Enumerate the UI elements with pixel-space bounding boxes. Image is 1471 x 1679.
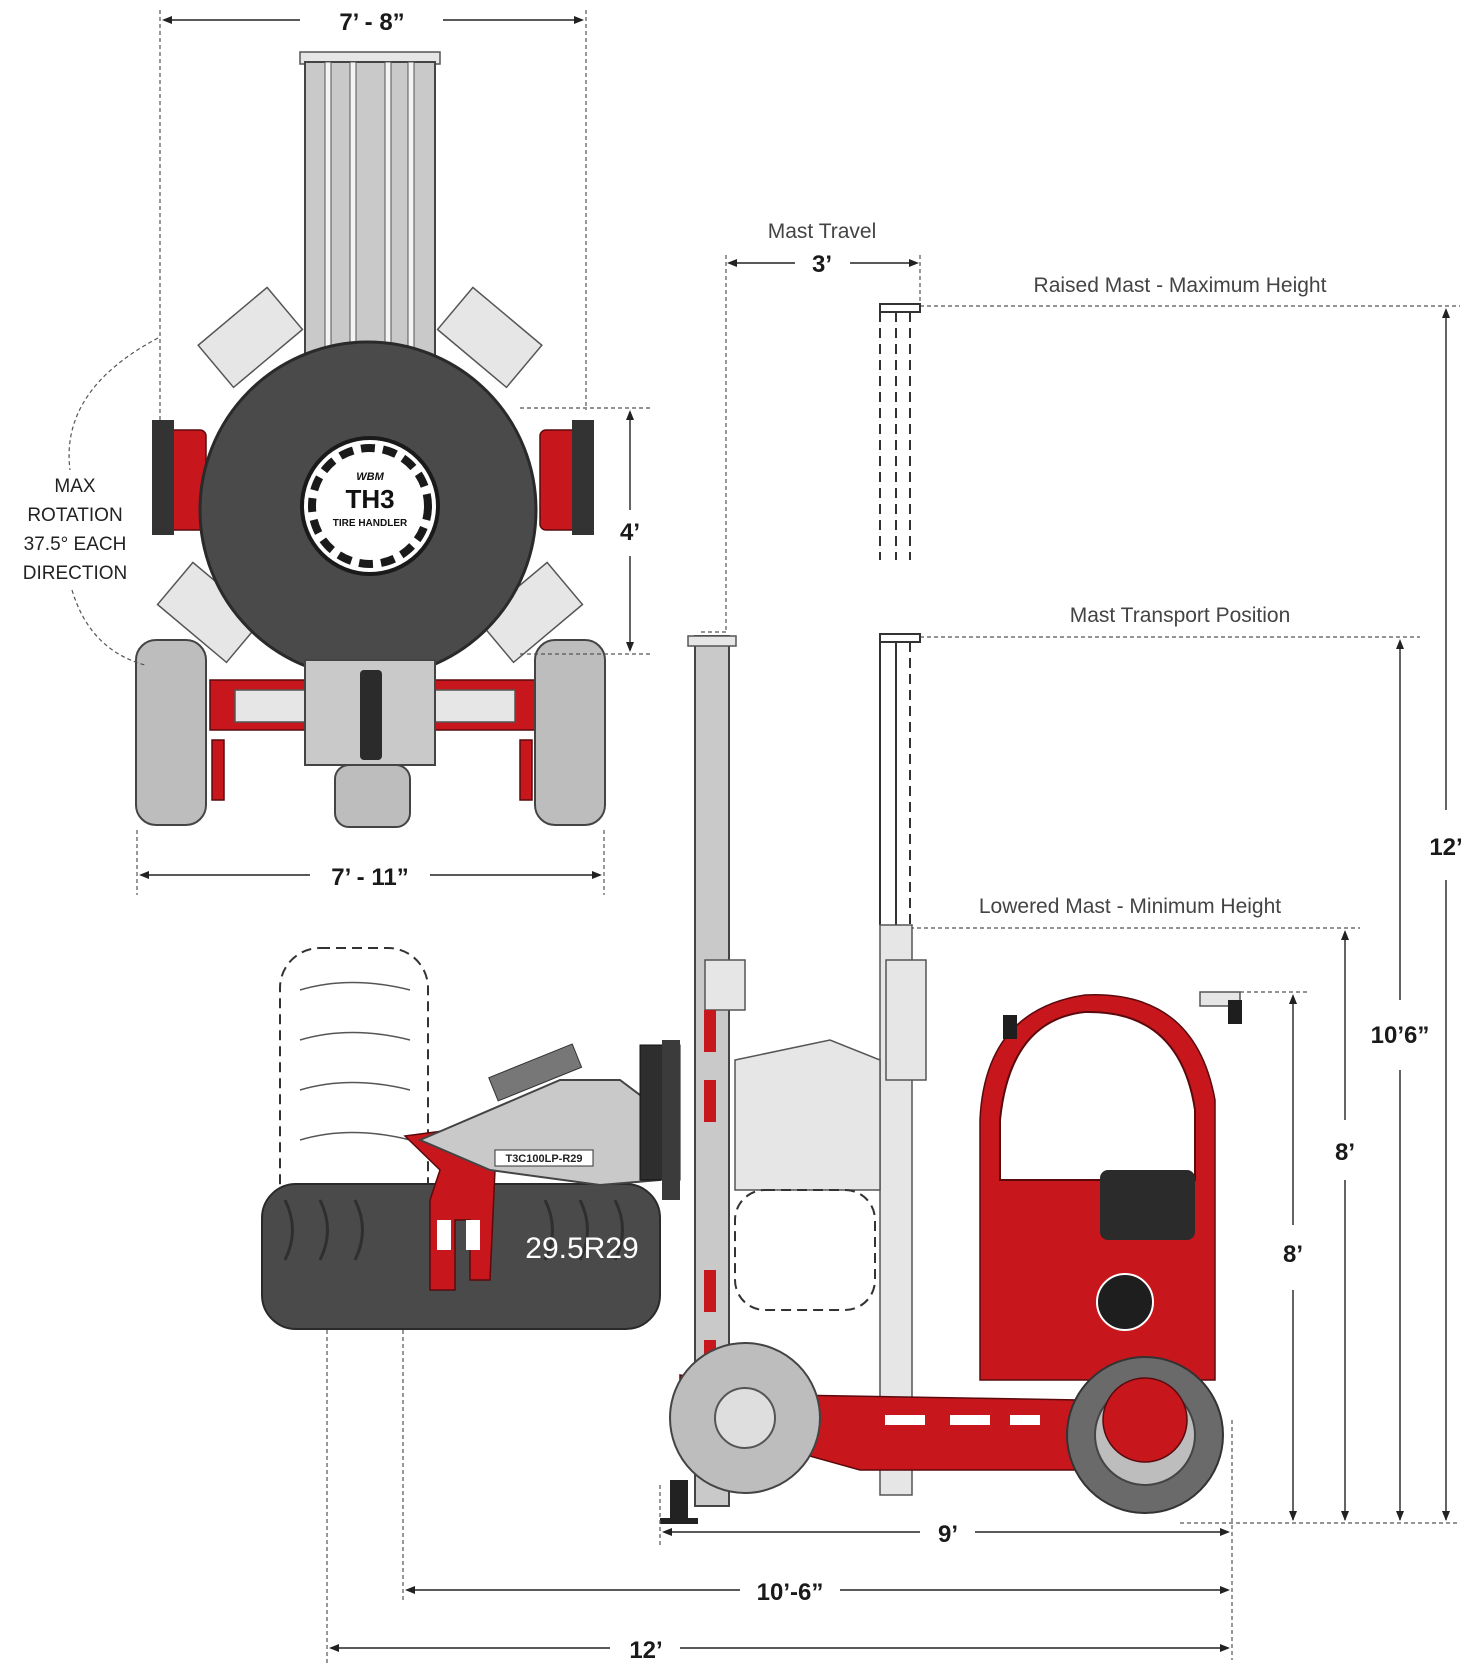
length-9-label: 9’ <box>938 1521 958 1548</box>
mast-travel-value: 3’ <box>812 251 832 278</box>
top-view: 7’ - 8” WBM TH3 <box>23 9 650 895</box>
height-10-6-label: 10’6” <box>1371 1022 1430 1049</box>
cab-badge <box>1096 1273 1154 1331</box>
clamp-arm-upper-right <box>436 286 543 389</box>
length-12-label: 12’ <box>629 1637 662 1664</box>
side-view: Mast Travel 3’ Raised Mast - Maximum Hei… <box>261 220 1463 1665</box>
clamp-arm-upper-left <box>197 286 304 389</box>
width-top-label: 7’ - 8” <box>339 9 404 36</box>
wheel-right <box>534 639 606 826</box>
logo-brand: WBM <box>356 471 384 483</box>
th3-logo: WBM TH3 TIRE HANDLER <box>300 436 440 576</box>
width-bottom-label: 7’ - 11” <box>331 864 408 891</box>
rotation-note-line2: ROTATION <box>27 505 122 526</box>
rotation-note-line1: MAX <box>54 476 96 497</box>
rotation-note-line3: 37.5° EACH <box>24 534 127 555</box>
tire-size-label: 29.5R29 <box>525 1232 638 1265</box>
mast-travel-label: Mast Travel <box>768 220 877 243</box>
height-12-label: 12’ <box>1429 834 1462 861</box>
wheel-left <box>135 639 207 826</box>
length-10-6-label: 10’-6” <box>757 1579 824 1606</box>
height-8-cab-label: 8’ <box>1283 1241 1303 1268</box>
rotation-note-line4: DIRECTION <box>23 563 128 584</box>
raised-mast-label: Raised Mast - Maximum Height <box>1034 274 1327 297</box>
attachment-model-label: T3C100LP-R29 <box>505 1153 582 1165</box>
height-8-lowered-label: 8’ <box>1335 1139 1355 1166</box>
grab-height-label: 4’ <box>620 519 640 546</box>
wheel-rear <box>334 764 411 828</box>
lowered-label: Lowered Mast - Minimum Height <box>979 895 1281 918</box>
logo-product: TIRE HANDLER <box>333 518 408 529</box>
logo-model: TH3 <box>345 484 394 514</box>
transport-label: Mast Transport Position <box>1070 604 1291 627</box>
